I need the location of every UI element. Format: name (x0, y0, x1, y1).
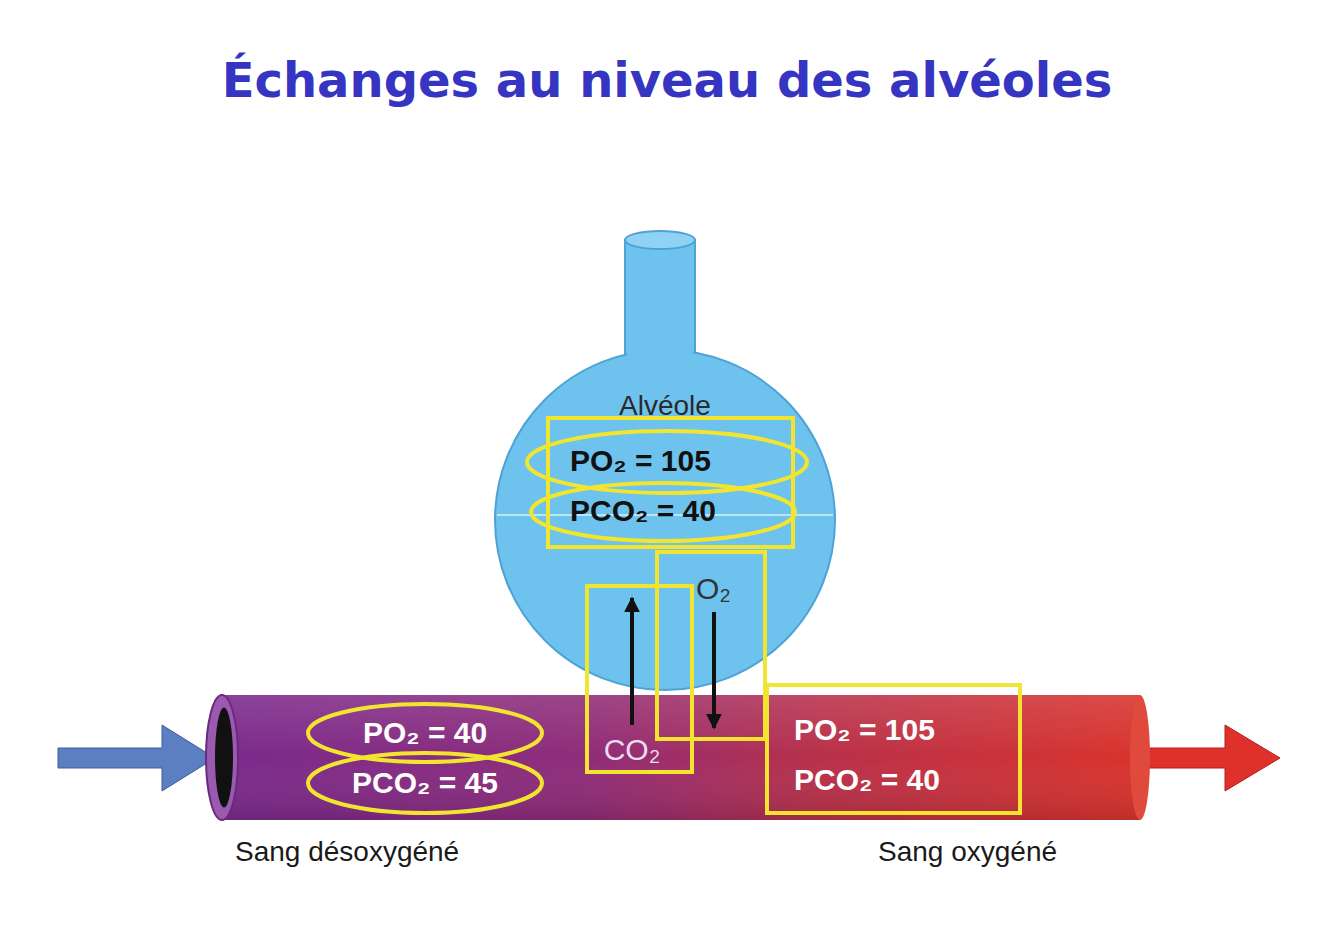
gas-label: CO₂ (604, 735, 661, 765)
blood-vessel-node: Sang désoxygénéSang oxygénéPO₂ = 40PCO₂ … (215, 695, 1140, 820)
exchange-arrow (712, 612, 716, 728)
node-text: Sang désoxygéné (235, 838, 459, 866)
highlight-frame (587, 586, 692, 772)
node-text: PO₂ = 105 (794, 715, 935, 745)
node-text: PCO₂ = 40 (570, 496, 716, 526)
highlight-ellipse (531, 483, 795, 541)
arterial-values-box: PO₂ = 105PCO₂ = 40 (765, 683, 1022, 815)
gas-label: O₂ (696, 574, 731, 604)
highlight-frame (657, 552, 765, 739)
node-text: PCO₂ = 45 (303, 768, 547, 798)
node-outline (303, 698, 547, 816)
inflow-arrow (58, 725, 215, 791)
diagram-title: Échanges au niveau des alvéoles (0, 52, 1334, 108)
duct-join (627, 345, 693, 365)
exchange-arrow (630, 598, 634, 725)
duct-opening (625, 231, 695, 249)
node-text: Alvéole (495, 392, 835, 420)
alveole-duct (625, 240, 695, 360)
outflow-arrow (1140, 725, 1280, 791)
blood-vessel (222, 695, 1140, 820)
node-text: PO₂ = 40 (303, 718, 547, 748)
alveole-node: AlvéolePO₂ = 105PCO₂ = 40 (495, 350, 835, 690)
vessel-opening (206, 695, 238, 820)
venous-values-box: PO₂ = 40 PCO₂ = 45 (303, 698, 547, 816)
alveole-sphere (495, 350, 835, 690)
vessel-end (1130, 695, 1150, 820)
node-text: PCO₂ = 40 (794, 765, 940, 795)
node-text: PO₂ = 105 (570, 446, 711, 476)
node-text: Sang oxygéné (878, 838, 1057, 866)
vessel-shading (222, 695, 1140, 820)
vessel-lumen (215, 708, 233, 808)
